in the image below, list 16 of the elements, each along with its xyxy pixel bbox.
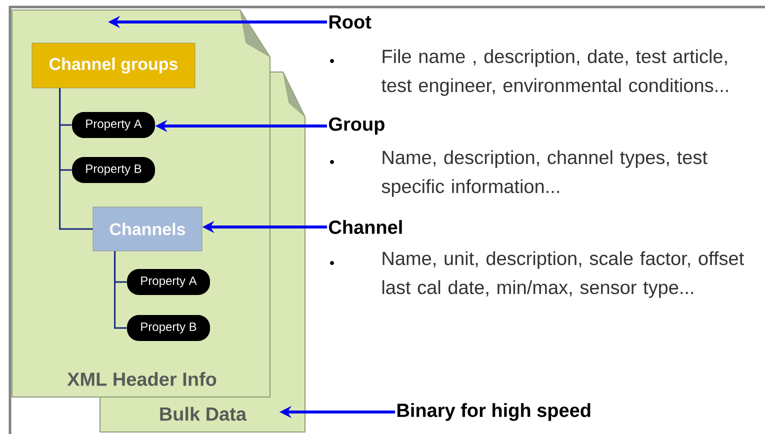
page-label: Bulk Data [160, 406, 247, 421]
property-pill: Property B [127, 315, 210, 341]
connector-line [59, 88, 93, 230]
bullet-text: Name, unit, description, scale factor, offset last cal date, min/max, sensor type... [382, 251, 744, 298]
connector-line [114, 251, 127, 329]
title-box: Channels [92, 206, 202, 252]
heading: Group [329, 117, 384, 135]
heading: Root [329, 15, 372, 29]
heading: Binary for high speed [397, 403, 590, 421]
title-box: Channel groups [32, 42, 196, 88]
bullet-text: File name , description, date, test article, test engineer, environmental conditions... [382, 49, 728, 96]
property-pill: Property A [127, 269, 210, 295]
property-pill: Property B [72, 157, 155, 183]
bullet-text: Name, description, channel types, test specific information... [382, 150, 708, 197]
heading: Channel [329, 220, 402, 234]
property-pill: Property A [72, 112, 155, 138]
